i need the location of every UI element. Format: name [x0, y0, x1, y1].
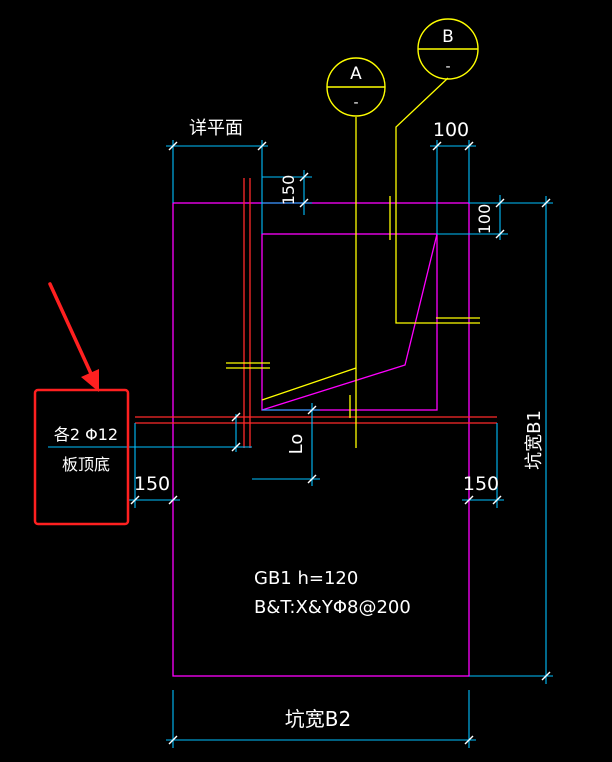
dim-150-left: 150 [134, 473, 170, 495]
opening-outline [261, 233, 438, 411]
callout-box [33, 388, 130, 526]
callout-line-1: 各2 Φ12 [54, 425, 118, 444]
dimension-ticks [130, 141, 551, 745]
section-mark-a: A - [326, 57, 386, 117]
slab-name: GB1 h=120 [254, 568, 358, 589]
section-mark-lines [226, 77, 480, 448]
slab-outline [172, 202, 470, 677]
dimension-lines [48, 140, 553, 748]
pit-width-b2: 坑宽B2 [285, 707, 351, 731]
section-a-letter: A [350, 64, 362, 84]
slab-reinforcement: B&T:X&YΦ8@200 [254, 597, 411, 618]
dim-lo: Lo [286, 434, 307, 455]
dim-detail-plan: 详平面 [189, 118, 243, 139]
section-b-letter: B [442, 27, 454, 47]
dim-150-right: 150 [463, 473, 499, 495]
section-b-sub: - [445, 59, 450, 75]
dim-100-top: 100 [433, 119, 469, 141]
section-mark-b: B - [417, 18, 479, 80]
annotation-arrow [48, 282, 99, 392]
section-a-sub: - [353, 95, 358, 111]
callout-line-2: 板顶底 [62, 455, 110, 474]
dim-150-top: 150 [279, 175, 298, 206]
dim-100-right: 100 [475, 204, 494, 235]
pit-width-b1: 坑宽B1 [524, 410, 545, 470]
opening-diagonal [261, 233, 438, 411]
